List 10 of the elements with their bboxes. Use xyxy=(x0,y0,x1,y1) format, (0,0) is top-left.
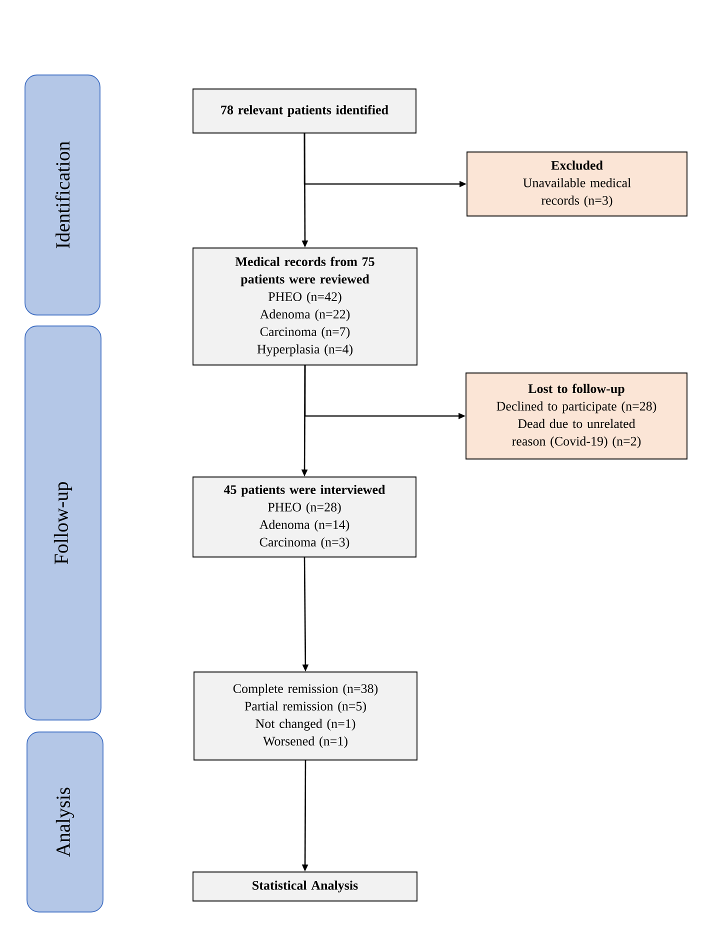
exclusion-box: Lost to follow-up Declined to participate (n=28) Dead due to unrelated reason (Covid-19) (n=2) xyxy=(466,372,688,460)
process-box: Medical records from 75 patients were reviewed PHEO (n=42) Adenoma (n=22) Carcinoma (n=7) Hyperplasia (n=4) xyxy=(192,248,418,366)
phase-band: Analysis xyxy=(26,732,104,912)
phase-band: Identification xyxy=(24,74,100,316)
process-box: Complete remission (n=38) Partial remission (n=5) Not changed (n=1) Worsened (n=1) xyxy=(194,672,418,760)
process-box: 45 patients were interviewed PHEO (n=28) Adenoma (n=14) Carcinoma (n=3) xyxy=(192,476,416,558)
phase-band: Follow-up xyxy=(24,326,102,720)
process-box: 78 relevant patients identified xyxy=(192,88,416,134)
exclusion-box: Excluded Unavailable medical records (n=3) xyxy=(466,152,688,216)
process-box: Statistical Analysis xyxy=(192,872,418,902)
